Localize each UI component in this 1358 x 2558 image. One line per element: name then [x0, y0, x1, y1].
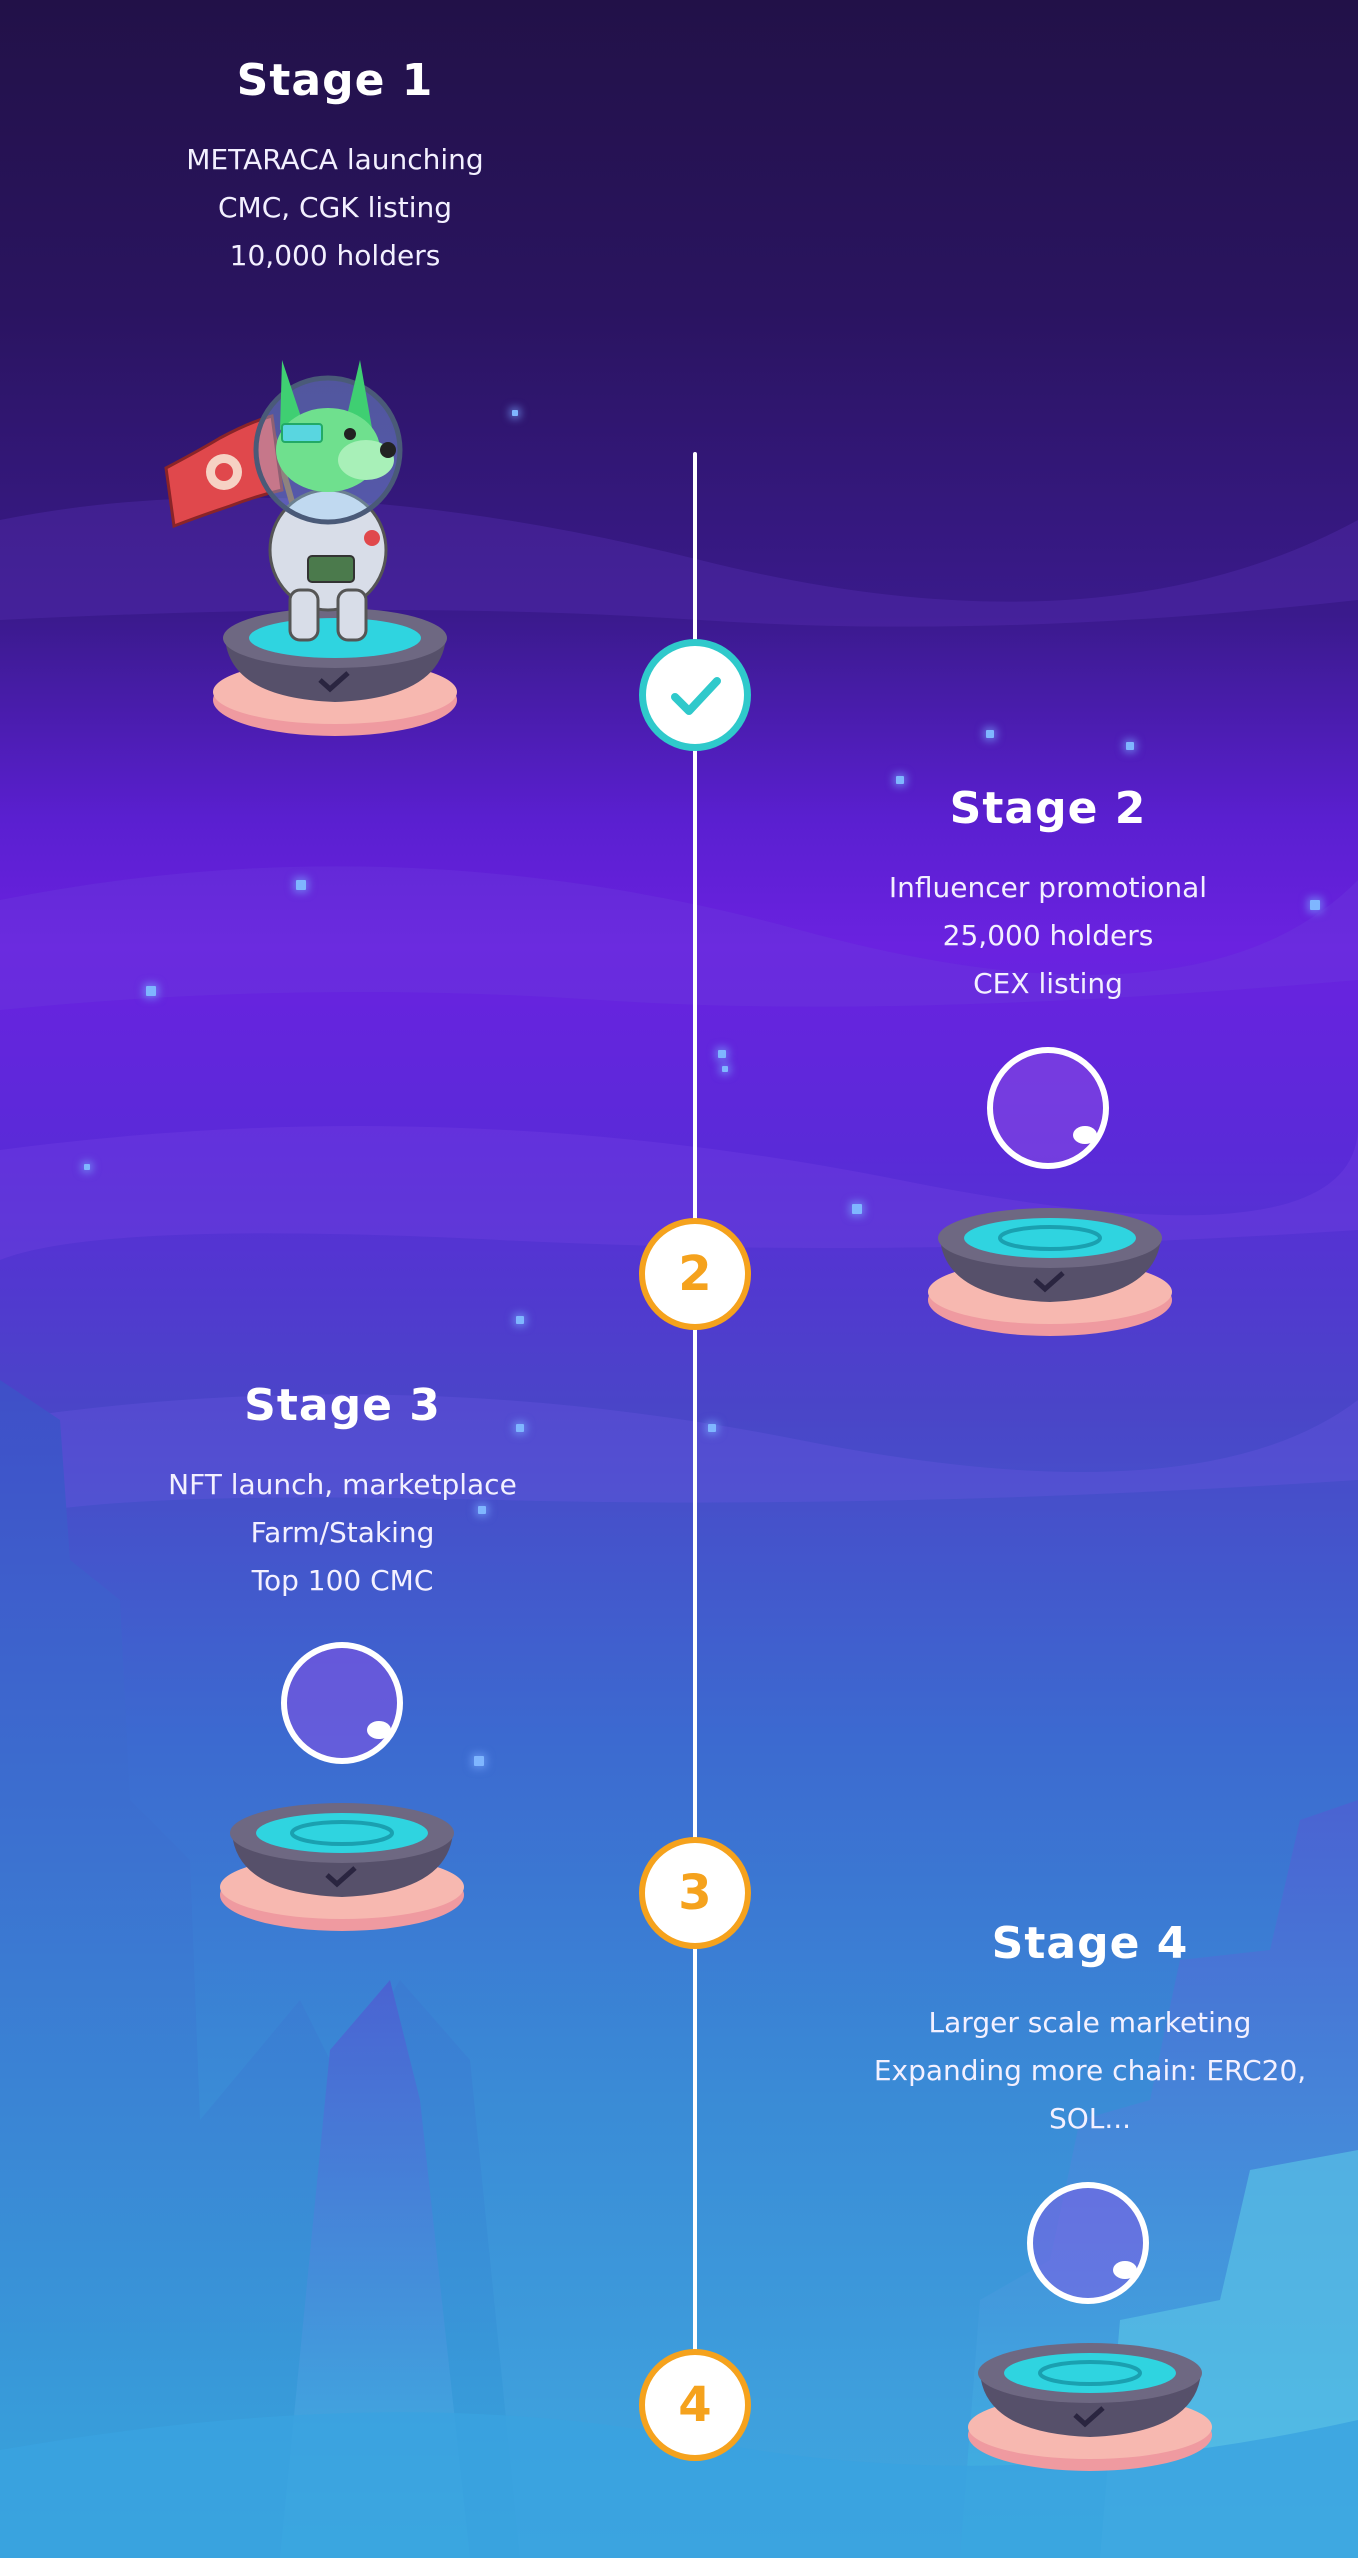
stage-1-line-3: 10,000 holders: [229, 239, 441, 272]
stage-1-line-2: CMC, CGK listing: [218, 191, 452, 224]
stage-1-line-1: METARACA launching: [186, 143, 484, 176]
stage-2-line-1: Influencer promotional: [888, 871, 1208, 904]
stage-2-line-3: CEX listing: [973, 967, 1123, 1000]
stage-3-line-1: NFT launch, marketplace: [168, 1468, 517, 1501]
stage-2-block: Stage 2 Influencer promotional 25,000 ho…: [848, 783, 1248, 1008]
stage-3-marker: 3: [639, 1837, 751, 1949]
stage-4-line-1: Larger scale marketing: [928, 2006, 1252, 2039]
stage-3-line-2: Farm/Staking: [250, 1516, 435, 1549]
timeline-line: [693, 452, 697, 2408]
stage-3-line-3: Top 100 CMC: [251, 1564, 434, 1597]
stage-2-line-2: 25,000 holders: [942, 919, 1154, 952]
stage-4-title: Stage 4: [991, 1918, 1189, 1969]
stage-4-pedestal-bubble: [968, 2182, 1212, 2471]
check-icon: [671, 677, 721, 715]
stage-4-block: Stage 4 Larger scale marketing Expanding…: [870, 1918, 1310, 2143]
stage-1-title: Stage 1: [236, 55, 434, 106]
stage-4-marker: 4: [639, 2349, 751, 2461]
stage-3-block: Stage 3 NFT launch, marketplace Farm/Sta…: [150, 1380, 535, 1605]
stage-3-pedestal-bubble: [220, 1642, 464, 1931]
stage-2-marker: 2: [639, 1218, 751, 1330]
stage-1-marker: [639, 639, 751, 751]
stage-2-pedestal-bubble: [928, 1047, 1172, 1336]
stage-4-line-2: Expanding more chain: ERC20,: [873, 2054, 1307, 2087]
stage-2-title: Stage 2: [949, 783, 1147, 834]
astronaut-corgi-mascot: [164, 360, 457, 736]
stage-4-line-3: SOL...: [1048, 2102, 1132, 2135]
stage-1-block: Stage 1 METARACA launching CMC, CGK list…: [130, 55, 540, 280]
stage-3-title: Stage 3: [244, 1380, 441, 1431]
